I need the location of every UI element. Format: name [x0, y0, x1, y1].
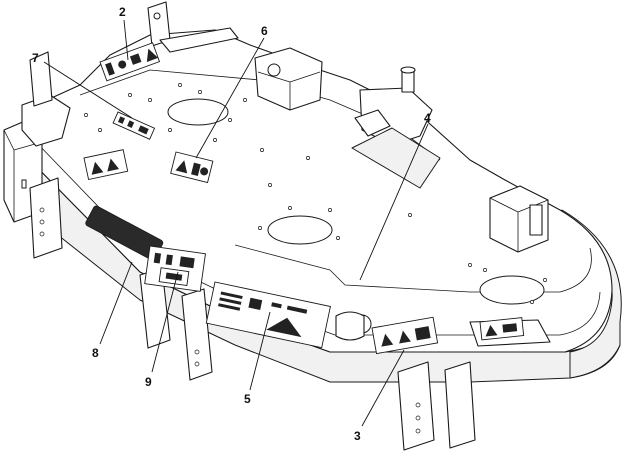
decal-right-warning: [479, 317, 525, 341]
left-side-brackets: [3, 1, 171, 259]
decal-9: [144, 245, 206, 292]
spindle-hole-left: [167, 98, 229, 126]
spindle-hole-center: [267, 215, 333, 245]
callout-3: 3: [354, 429, 361, 443]
callout-5: 5: [244, 392, 251, 406]
callout-9: 9: [145, 375, 152, 389]
decal-left-warning: [83, 149, 129, 181]
callout-8: 8: [92, 346, 99, 360]
decal-2: [99, 42, 161, 82]
callout-leaders: [43, 19, 429, 427]
callout-7: 7: [32, 51, 39, 65]
belt-cover-assembly: [351, 66, 441, 189]
decal-7: [112, 111, 156, 140]
deck-center-step: [234, 244, 592, 293]
callout-2: 2: [119, 5, 126, 19]
leader-5: [249, 311, 271, 391]
spindle-hole-right: [479, 275, 545, 305]
leader-4: [359, 123, 429, 281]
leader-9: [151, 271, 179, 373]
leader-3: [361, 349, 405, 427]
decal-5: [205, 281, 331, 349]
callout-4: 4: [424, 111, 431, 125]
leader-2: [123, 19, 129, 61]
leader-7: [43, 61, 133, 119]
decal-6: [170, 151, 214, 184]
leader-8: [99, 261, 133, 345]
callout-6: 6: [261, 24, 268, 38]
decal-3: [371, 316, 439, 355]
bolt-holes: [84, 83, 547, 304]
right-rear-brackets: [254, 47, 549, 253]
leader-6: [195, 37, 265, 159]
callout-labels: 2 6 7 4 8 9 5 3: [32, 5, 431, 443]
